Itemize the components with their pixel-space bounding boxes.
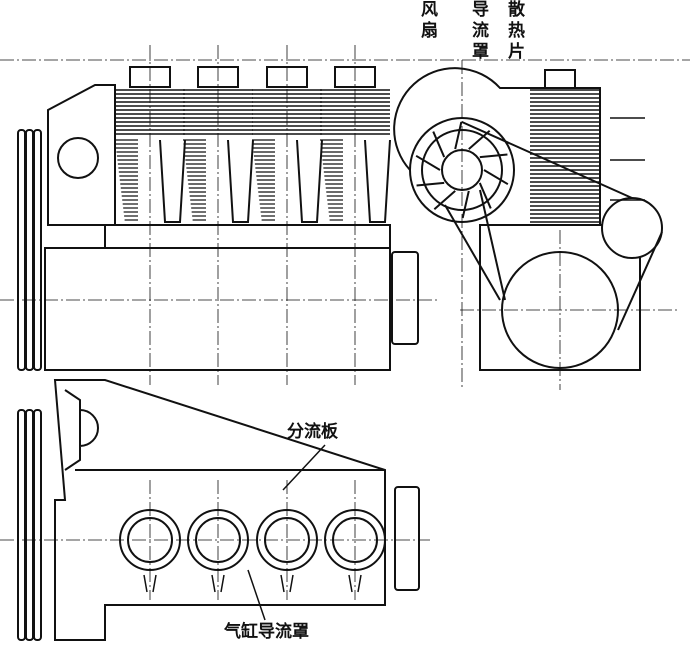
side-head	[544, 69, 576, 89]
pulley-disc	[33, 409, 42, 641]
pulley-disc	[17, 409, 26, 641]
pulley-disc	[33, 129, 42, 371]
baffle-pointer	[282, 444, 326, 491]
label-fins: 散热片	[508, 0, 525, 62]
fan-blade	[483, 169, 509, 186]
cylinder-bar	[159, 139, 186, 223]
pulley-disc	[25, 129, 34, 371]
front-pulleys	[17, 129, 42, 371]
cylinder-bar	[364, 139, 391, 223]
fan-blade	[432, 131, 446, 158]
fan-blade	[479, 153, 508, 159]
fan-blades	[415, 121, 509, 219]
side-fins	[530, 89, 600, 223]
fan-blade	[461, 190, 470, 219]
top-shroud	[53, 379, 386, 641]
cylinder-bar	[227, 139, 254, 223]
arrows-side	[610, 117, 645, 201]
cylinder-bore	[195, 517, 241, 563]
fan-blade	[478, 182, 492, 209]
label-fan: 风扇	[421, 0, 438, 41]
airflow-arrow	[280, 574, 294, 593]
center-lines	[0, 45, 690, 600]
cylinders	[119, 509, 386, 593]
top-view	[17, 379, 420, 641]
label-cylinder-shroud: 气缸导流罩	[224, 622, 309, 642]
label-shroud: 导流罩	[472, 0, 489, 62]
cylinder-bar	[296, 139, 323, 223]
pulley-disc	[25, 409, 34, 641]
top-pulleys	[17, 409, 42, 641]
top-flywheel	[394, 486, 420, 591]
label-baffle: 分流板	[287, 422, 338, 442]
front-fins	[115, 89, 391, 223]
fan-blade	[416, 181, 445, 187]
flywheel	[391, 251, 419, 345]
fan-blade	[454, 121, 463, 150]
fan-blade	[433, 190, 456, 210]
cylinder-heads	[129, 66, 376, 88]
fan-blade	[415, 154, 441, 171]
belt	[444, 121, 663, 331]
cylinder-base	[104, 224, 391, 249]
airflow-arrow	[348, 574, 362, 593]
airflow-arrow	[143, 574, 157, 593]
pulley-disc	[17, 129, 26, 371]
side-shroud	[393, 67, 601, 225]
front-shroud	[47, 84, 116, 226]
cylinder-shroud-pointer	[247, 569, 266, 621]
small-pulley	[601, 197, 663, 259]
front-fan-hub	[57, 137, 99, 179]
crankcase	[44, 247, 391, 371]
top-fan-hub	[64, 389, 99, 471]
side-view	[393, 67, 663, 371]
airflow-arrow	[211, 574, 225, 593]
